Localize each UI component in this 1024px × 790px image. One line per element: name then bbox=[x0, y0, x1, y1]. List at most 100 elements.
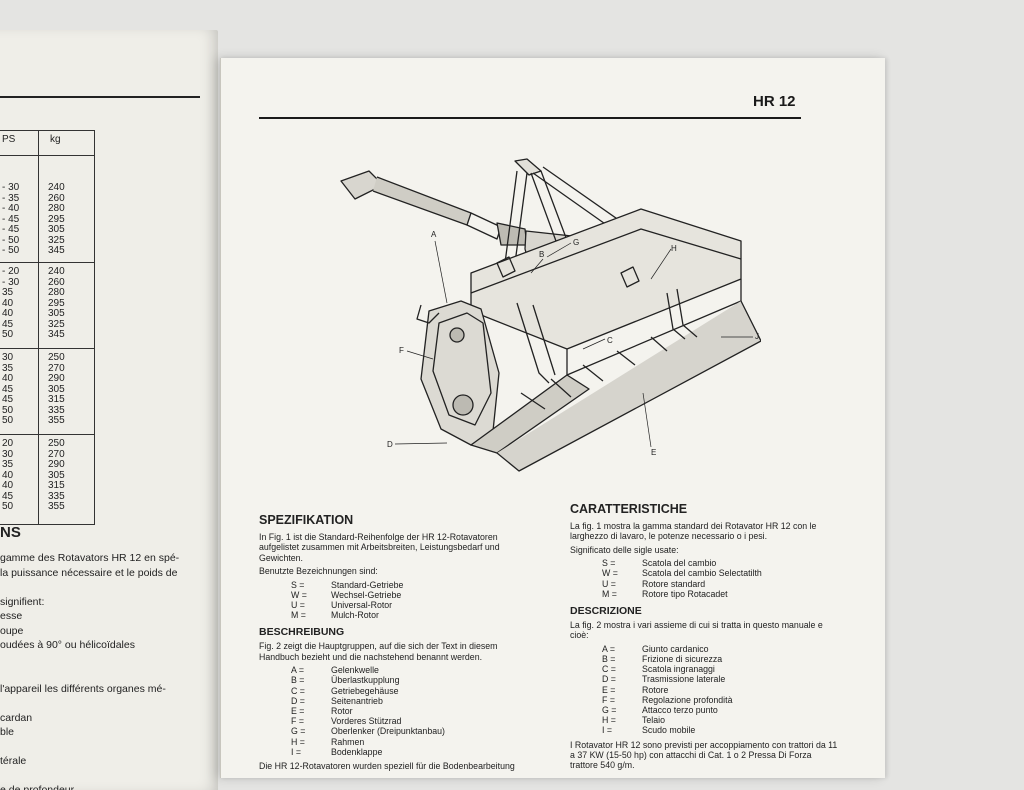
svg-text:J: J bbox=[755, 332, 759, 341]
legend-item: H =Telaio bbox=[602, 715, 840, 725]
table-cell-kg: 260 bbox=[48, 192, 65, 204]
table-cell-kg: 315 bbox=[48, 480, 65, 491]
legend-key: I = bbox=[602, 725, 613, 736]
legend-item: F =Regolazione profondità bbox=[602, 695, 840, 705]
table-cell-kg: 355 bbox=[48, 501, 65, 512]
left-page-heading: NS bbox=[0, 524, 21, 541]
legend-item: B = Frizione di sicurezza bbox=[602, 654, 840, 664]
table-cell-kg: 335 bbox=[48, 490, 65, 502]
description-title: BESCHREIBUNG bbox=[259, 626, 345, 639]
table-cell-kg: 250 bbox=[48, 438, 65, 449]
table-cell-ps: - 45 bbox=[2, 213, 20, 225]
legend-key: E = bbox=[602, 684, 616, 695]
legend-value: Mulch-Rotor bbox=[331, 610, 379, 621]
left-page-text-line: gamme des Rotavators HR 12 en spé- bbox=[0, 552, 180, 564]
intro-paragraph: La fig. 1 mostra la gamma standard dei R… bbox=[570, 521, 817, 542]
legend-item: F = Vorderes Stützrad bbox=[291, 716, 527, 726]
table-cell-kg: 305 bbox=[48, 383, 65, 395]
legend-key: H = bbox=[291, 736, 305, 747]
legend-key: D = bbox=[291, 695, 305, 706]
legend-key: A = bbox=[291, 665, 304, 676]
legend-item: S =Standard-Getriebe bbox=[291, 580, 527, 590]
legend-item: M =Rotore tipo Rotacadet bbox=[602, 589, 840, 599]
table-cell-ps: 50 bbox=[2, 415, 14, 426]
table-header-rule bbox=[0, 155, 94, 156]
table-cell-ps: 35 bbox=[2, 362, 14, 374]
legend-value: Telaio bbox=[642, 715, 665, 726]
legend-value: Scatola del cambio bbox=[642, 558, 717, 569]
table-cell-kg: 270 bbox=[48, 362, 65, 374]
svg-text:B: B bbox=[539, 250, 544, 259]
legend-key: B = bbox=[602, 654, 616, 665]
legend-key: B = bbox=[291, 675, 305, 686]
legend-item: G =Oberlenker (Dreipunktanbau) bbox=[291, 726, 527, 736]
table-cell-kg: 315 bbox=[48, 394, 65, 405]
table-cell-ps: 45 bbox=[2, 383, 14, 395]
table-group-rule bbox=[0, 348, 94, 349]
legend-key: I = bbox=[291, 746, 302, 757]
legend-value: Getriebegehäuse bbox=[331, 685, 399, 696]
legend-value: Trasmissione laterale bbox=[642, 674, 726, 685]
rotavator-illustration: A B C D E F G H J bbox=[340, 158, 761, 472]
legend-key: F = bbox=[291, 716, 304, 727]
legend-key: M = bbox=[291, 610, 306, 621]
table-cell-kg: 280 bbox=[48, 287, 65, 298]
closing-paragraph: Die HR 12-Rotavatoren wurden speziell fü… bbox=[259, 761, 515, 772]
table-cell-kg: 305 bbox=[48, 469, 65, 481]
section-title: SPEZIFIKATION bbox=[259, 513, 354, 527]
table-cell-ps: 40 bbox=[2, 480, 14, 491]
legend-value: Attacco terzo punto bbox=[642, 705, 718, 716]
description-intro: Fig. 2 zeigt die Hauptgruppen, auf die s… bbox=[259, 641, 498, 662]
left-page-text-line: ble bbox=[0, 726, 15, 738]
table-cell-ps: - 45 bbox=[2, 224, 20, 235]
table-cell-ps: 20 bbox=[2, 438, 14, 449]
legend-value: Seitenantrieb bbox=[331, 695, 383, 706]
designations-intro: Significato delle sigle usate: bbox=[570, 544, 679, 555]
legend-key: U = bbox=[291, 600, 305, 611]
legend-value: Frizione di sicurezza bbox=[642, 654, 723, 665]
table-cell-kg: 250 bbox=[48, 352, 65, 363]
legend-value: Universal-Rotor bbox=[331, 600, 393, 611]
legend-item: B =Überlastkupplung bbox=[291, 675, 527, 685]
legend-value: Rotore tipo Rotacadet bbox=[642, 588, 728, 599]
legend-item: H =Rahmen bbox=[291, 737, 527, 747]
table-header-ps: PS bbox=[2, 134, 16, 145]
legend-value: Scudo mobile bbox=[642, 725, 696, 736]
table-cell-ps: - 50 bbox=[2, 245, 20, 256]
legend-key: C = bbox=[602, 664, 616, 675]
legend-item: W =Scatola del cambio Selectatilth bbox=[602, 568, 840, 578]
model-title: HR 12 bbox=[753, 93, 796, 110]
table-cell-ps: - 35 bbox=[2, 192, 20, 204]
legend-value: Vorderes Stützrad bbox=[331, 716, 402, 727]
intro-paragraph: In Fig. 1 ist die Standard-Reihenfolge d… bbox=[259, 532, 500, 563]
legend-key: D = bbox=[602, 674, 616, 685]
left-page-text-line: oupe bbox=[0, 624, 24, 637]
legend-item: W =Wechsel-Getriebe bbox=[291, 590, 527, 600]
table-cell-kg: 240 bbox=[48, 182, 65, 193]
table-cell-ps: 40 bbox=[2, 373, 14, 384]
legend-item: G =Attacco terzo punto bbox=[602, 705, 840, 715]
legend-value: Rotore bbox=[642, 684, 669, 695]
left-page-rule bbox=[0, 96, 200, 98]
legend-key: U = bbox=[602, 578, 616, 589]
legend-value: Bodenklappe bbox=[331, 746, 383, 757]
legend-value: Gelenkwelle bbox=[331, 665, 379, 676]
left-page-text-line: e de profondeur bbox=[0, 784, 75, 790]
table-cell-ps: 35 bbox=[2, 287, 14, 298]
legend-value: Scatola ingranaggi bbox=[642, 664, 715, 675]
table-group-rule bbox=[0, 262, 94, 263]
legend-key: S = bbox=[291, 579, 305, 590]
description-title: DESCRIZIONE bbox=[570, 605, 642, 618]
table-cell-kg: 325 bbox=[48, 318, 65, 330]
table-cell-kg: 290 bbox=[48, 459, 65, 470]
svg-text:C: C bbox=[607, 336, 613, 345]
legend-item: M = Mulch-Rotor bbox=[291, 610, 527, 620]
table-cell-ps: - 30 bbox=[2, 182, 20, 193]
legend-value: Regolazione profondità bbox=[642, 694, 733, 705]
legend-item: C = Scatola ingranaggi bbox=[602, 664, 840, 674]
designations-intro: Benutzte Bezeichnungen sind: bbox=[259, 566, 378, 577]
section-title: CARATTERISTICHE bbox=[570, 502, 688, 516]
table-cell-ps: - 50 bbox=[2, 234, 20, 246]
svg-text:A: A bbox=[431, 230, 437, 239]
